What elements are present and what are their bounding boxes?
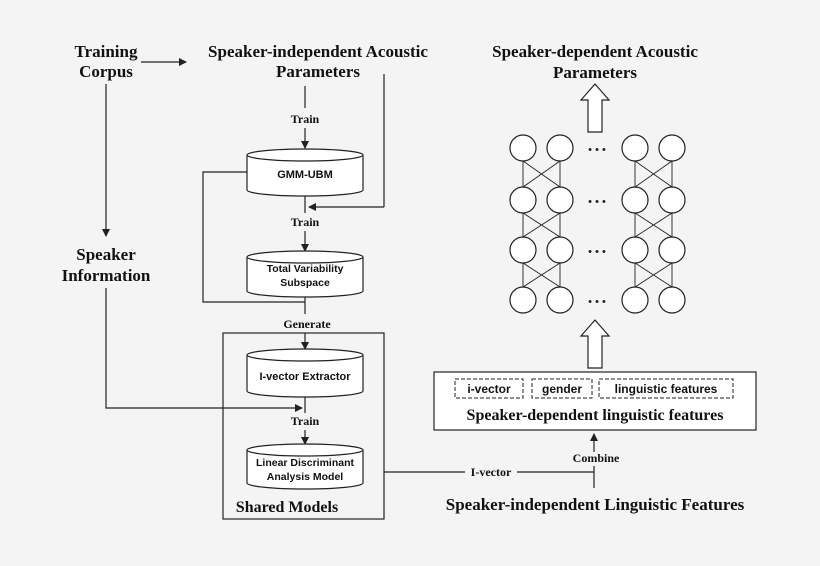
speaker-info-to-train-line: [105, 288, 297, 409]
training-corpus-label-line2: Corpus: [79, 62, 133, 81]
si-acoustic-label-line1: Speaker-independent Acoustic: [208, 42, 428, 61]
features-to-network-arrow: [579, 319, 611, 369]
combine-label: Combine: [573, 451, 620, 465]
train-label-3: Train: [291, 414, 320, 428]
nn-node: [621, 186, 649, 214]
lda-label-line1: Linear Discriminant: [256, 457, 355, 469]
training-corpus-label-line1: Training: [75, 42, 138, 61]
nn-edge: [522, 212, 561, 238]
nn-node: [509, 186, 537, 214]
nn-node: [621, 134, 649, 162]
speaker-info-label-line1: Speaker: [76, 245, 136, 264]
sd-linguistic-label: Speaker-dependent linguistic features: [467, 407, 724, 424]
nn-node: [658, 236, 686, 264]
sd-acoustic-label-line1: Speaker-dependent Acoustic: [492, 42, 698, 61]
nn-edge: [634, 160, 673, 188]
gmm-to-generate-loop: [202, 171, 305, 303]
tag-linguistic-label: linguistic features: [615, 382, 718, 396]
nn-node: [546, 236, 574, 264]
shared-models-label: Shared Models: [236, 499, 338, 516]
shared-models-box: [222, 332, 385, 520]
lda-node: Linear Discriminant Analysis Model: [246, 443, 364, 490]
gmm-ubm-label: GMM-UBM: [277, 169, 333, 181]
neural-network: • • • • • • • • • • • •: [509, 134, 686, 314]
nn-edge: [634, 212, 673, 238]
generate-label: Generate: [283, 317, 331, 331]
tvs-label-line1: Total Variability: [267, 263, 344, 275]
sd-acoustic-label-line2: Parameters: [553, 63, 637, 82]
tvs-node: Total Variability Subspace: [246, 250, 364, 298]
network-to-output-arrow: [579, 83, 611, 133]
tag-ivector-label: i-vector: [467, 382, 511, 396]
ivector-extractor-node: I-vector Extractor: [246, 348, 364, 398]
ivector-extractor-label: I-vector Extractor: [259, 371, 351, 383]
train-label-1: Train: [291, 112, 320, 126]
nn-node: [658, 134, 686, 162]
tvs-label-line2: Subspace: [280, 277, 330, 289]
si-linguistic-label: Speaker-independent Linguistic Features: [446, 495, 745, 514]
nn-ellipsis: • • •: [588, 196, 606, 208]
nn-ellipsis: • • •: [588, 246, 606, 258]
train-label-2: Train: [291, 215, 320, 229]
tag-gender: [531, 378, 593, 399]
nn-node: [509, 134, 537, 162]
nn-node: [509, 236, 537, 264]
nn-edge: [634, 262, 673, 288]
nn-edge: [522, 160, 561, 188]
ivector-edge-label: I-vector: [471, 465, 512, 479]
nn-node: [546, 286, 574, 314]
gmm-ubm-node: GMM-UBM: [246, 148, 364, 197]
nn-node: [621, 236, 649, 264]
nn-node: [546, 134, 574, 162]
nn-node: [658, 186, 686, 214]
si-acoustic-label-line2: Parameters: [276, 62, 360, 81]
nn-ellipsis: • • •: [588, 144, 606, 156]
nn-edge: [522, 262, 561, 288]
sd-linguistic-box: [433, 371, 757, 431]
nn-node: [509, 286, 537, 314]
speaker-info-label-line2: Information: [62, 266, 151, 285]
nn-node: [546, 186, 574, 214]
tag-linguistic: [598, 378, 734, 399]
nn-node: [658, 286, 686, 314]
tag-ivector: [454, 378, 524, 399]
lda-label-line2: Analysis Model: [267, 471, 344, 483]
nn-ellipsis: • • •: [588, 296, 606, 308]
tag-gender-label: gender: [542, 382, 582, 396]
nn-node: [621, 286, 649, 314]
